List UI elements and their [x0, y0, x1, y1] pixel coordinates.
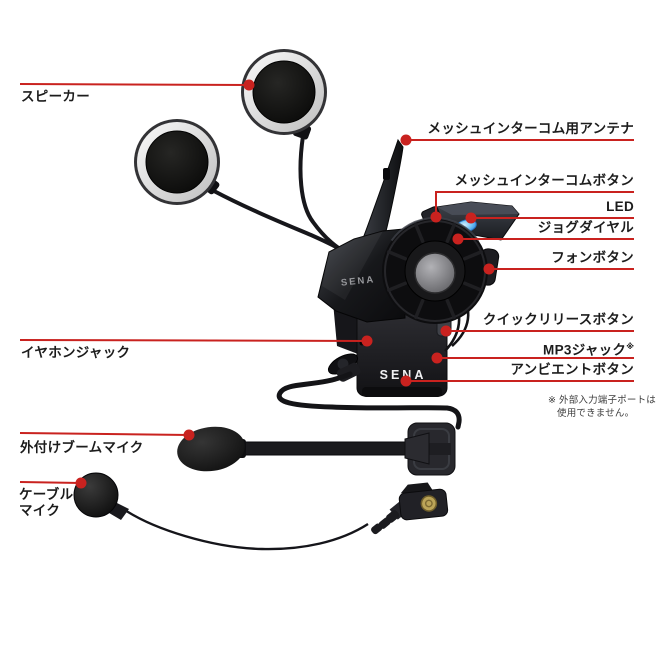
- main-unit: SENA: [317, 201, 520, 324]
- marker-quick-release: [440, 325, 452, 337]
- leader-earphone-jack: [19, 339, 368, 342]
- unit-to-boom-cable: [276, 371, 462, 430]
- footnote-line1: ※ 外部入力端子ポートは: [548, 395, 656, 406]
- label-phone-button: フォンボタン: [551, 250, 634, 265]
- speaker-wires: [200, 122, 350, 256]
- speaker-lower: [134, 119, 220, 205]
- label-led: LED: [606, 199, 634, 214]
- leader-markers: [75, 79, 495, 489]
- label-external-boom-mic: 外付けブームマイク: [20, 440, 144, 455]
- footnote-line2: 使用できません。: [557, 408, 635, 419]
- mount-brand-logo: SENA: [380, 368, 427, 382]
- label-cable-mic-line1: ケーブル: [19, 487, 74, 502]
- marker-phone-button: [483, 263, 495, 275]
- mic-connector: [371, 482, 449, 535]
- label-mp3-jack-footnote-mark: ※: [626, 342, 634, 351]
- boom-mic-assembly: [177, 422, 456, 476]
- leader-boom-mic: [19, 432, 190, 436]
- label-cable-mic-line2: マイク: [19, 503, 61, 518]
- label-mp3-jack: MP3ジャック※: [543, 339, 634, 359]
- leader-cable-mic: [19, 481, 82, 484]
- marker-mp3-jack: [431, 352, 443, 364]
- marker-speaker: [243, 79, 255, 91]
- label-mp3-jack-text: MP3ジャック: [543, 342, 627, 358]
- label-ambient-button: アンビエントボタン: [510, 362, 634, 377]
- label-earphone-jack: イヤホンジャック: [21, 345, 131, 360]
- boom-arm: [239, 441, 411, 456]
- leader-mesh-button: [435, 191, 634, 215]
- marker-mesh-antenna: [400, 134, 412, 146]
- leader-lines: [19, 83, 634, 484]
- marker-boom-mic: [183, 429, 195, 441]
- marker-led: [465, 212, 477, 224]
- cable-mic-assembly: [73, 472, 449, 551]
- jog-dial: [382, 217, 488, 324]
- label-mesh-button: メッシュインターコムボタン: [454, 173, 634, 188]
- gold-screw: [420, 495, 438, 512]
- speaker-upper: [241, 49, 327, 135]
- marker-mesh-button: [430, 211, 442, 223]
- marker-ambient-button: [400, 375, 412, 387]
- leader-speaker: [19, 83, 250, 86]
- label-mesh-antenna: メッシュインターコム用アンテナ: [427, 121, 634, 136]
- boom-mic-foam: [177, 426, 245, 472]
- label-jog-dial: ジョグダイヤル: [537, 220, 634, 235]
- label-speaker: スピーカー: [21, 89, 90, 104]
- side-brand-logo: SENA: [340, 274, 375, 289]
- label-cable-mic: ケーブル マイク: [19, 487, 73, 519]
- marker-earphone-jack: [361, 335, 373, 347]
- boom-collar: [404, 432, 430, 465]
- marker-jog-dial: [452, 233, 464, 245]
- footnote: ※ 外部入力端子ポートは 使用できません。: [548, 394, 656, 420]
- label-quick-release-button: クイックリリースボタン: [482, 312, 634, 327]
- marker-cable-mic: [75, 477, 87, 489]
